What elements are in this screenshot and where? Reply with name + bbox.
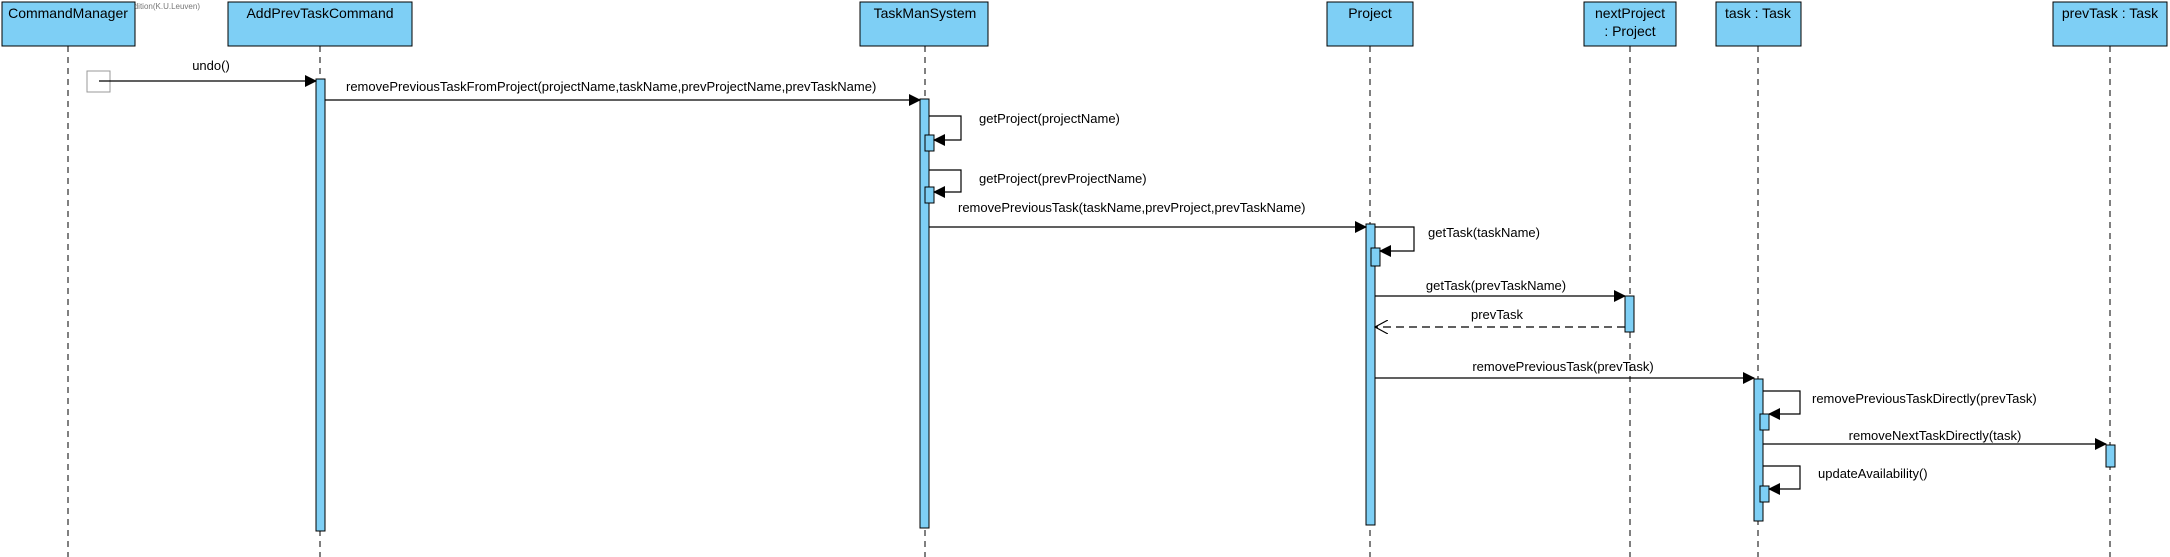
message-label: getTask(taskName) xyxy=(1428,225,1540,240)
message-remove-previous-task-task[interactable]: removePreviousTask(prevTask) xyxy=(1375,359,1755,384)
message-undo[interactable]: undo() xyxy=(99,58,317,87)
message-label: removePreviousTaskFromProject(projectNam… xyxy=(346,79,876,94)
message-label: updateAvailability() xyxy=(1818,466,1928,481)
participant-label: nextProject xyxy=(1595,5,1665,21)
message-remove-previous-task-project[interactable]: removePreviousTask(taskName,prevProject,… xyxy=(929,200,1367,233)
message-label: getTask(prevTaskName) xyxy=(1426,278,1566,293)
activation-prev-task xyxy=(2105,444,2116,468)
message-label: prevTask xyxy=(1471,307,1524,322)
participant-next-project[interactable]: nextProject : Project xyxy=(1583,1,1677,47)
message-label: removePreviousTask(prevTask) xyxy=(1472,359,1653,374)
participant-label: prevTask : Task xyxy=(2062,5,2159,21)
message-prev-task-return[interactable]: prevTask xyxy=(1375,307,1625,327)
message-get-task-prev-task-name[interactable]: getTask(prevTaskName) xyxy=(1375,278,1626,302)
participant-prev-task[interactable]: prevTask : Task xyxy=(2052,1,2168,47)
message-get-project-project-name[interactable]: getProject(projectName) xyxy=(929,111,1120,146)
message-get-project-prev-project-name[interactable]: getProject(prevProjectName) xyxy=(929,169,1147,198)
participant-label-line-2: : Project xyxy=(1604,23,1655,39)
participant-command-manager[interactable]: CommandManager xyxy=(1,1,136,47)
message-label: undo() xyxy=(192,58,230,73)
participant-label: CommandManager xyxy=(8,5,128,21)
message-label: removePreviousTaskDirectly(prevTask) xyxy=(1812,391,2037,406)
message-label: getProject(projectName) xyxy=(979,111,1120,126)
message-remove-previous-task-directly[interactable]: removePreviousTaskDirectly(prevTask) xyxy=(1763,390,2037,420)
activation-add-prev-task-command xyxy=(315,78,326,532)
participant-project[interactable]: Project xyxy=(1326,1,1414,47)
message-label: removePreviousTask(taskName,prevProject,… xyxy=(958,200,1306,215)
participant-label: TaskManSystem xyxy=(874,5,977,21)
participant-task-man-system[interactable]: TaskManSystem xyxy=(859,1,989,47)
participant-add-prev-task-command[interactable]: AddPrevTaskCommand xyxy=(227,1,413,47)
activation-project-nested xyxy=(1370,247,1381,267)
message-update-availability[interactable]: updateAvailability() xyxy=(1763,465,1928,495)
activation-task-man-system-nested-2 xyxy=(924,186,935,204)
participant-task[interactable]: task : Task xyxy=(1715,1,1802,47)
participant-label: AddPrevTaskCommand xyxy=(246,5,393,21)
activation-bars xyxy=(315,78,2116,532)
activation-task-man-system xyxy=(919,98,930,529)
message-remove-previous-task-from-project[interactable]: removePreviousTaskFromProject(projectNam… xyxy=(325,79,921,106)
participant-label: task : Task xyxy=(1725,5,1792,21)
participant-label: Project xyxy=(1348,5,1392,21)
activation-task xyxy=(1753,378,1764,522)
message-label: getProject(prevProjectName) xyxy=(979,171,1147,186)
message-remove-next-task-directly[interactable]: removeNextTaskDirectly(task) xyxy=(1763,428,2107,450)
activation-next-project xyxy=(1624,295,1635,333)
activation-task-man-system-nested-1 xyxy=(924,134,935,152)
activation-task-nested-2 xyxy=(1759,485,1770,503)
activation-task-nested-1 xyxy=(1759,413,1770,431)
message-get-task-task-name[interactable]: getTask(taskName) xyxy=(1375,225,1540,257)
message-label: removeNextTaskDirectly(task) xyxy=(1849,428,2022,443)
activation-project xyxy=(1365,223,1376,526)
